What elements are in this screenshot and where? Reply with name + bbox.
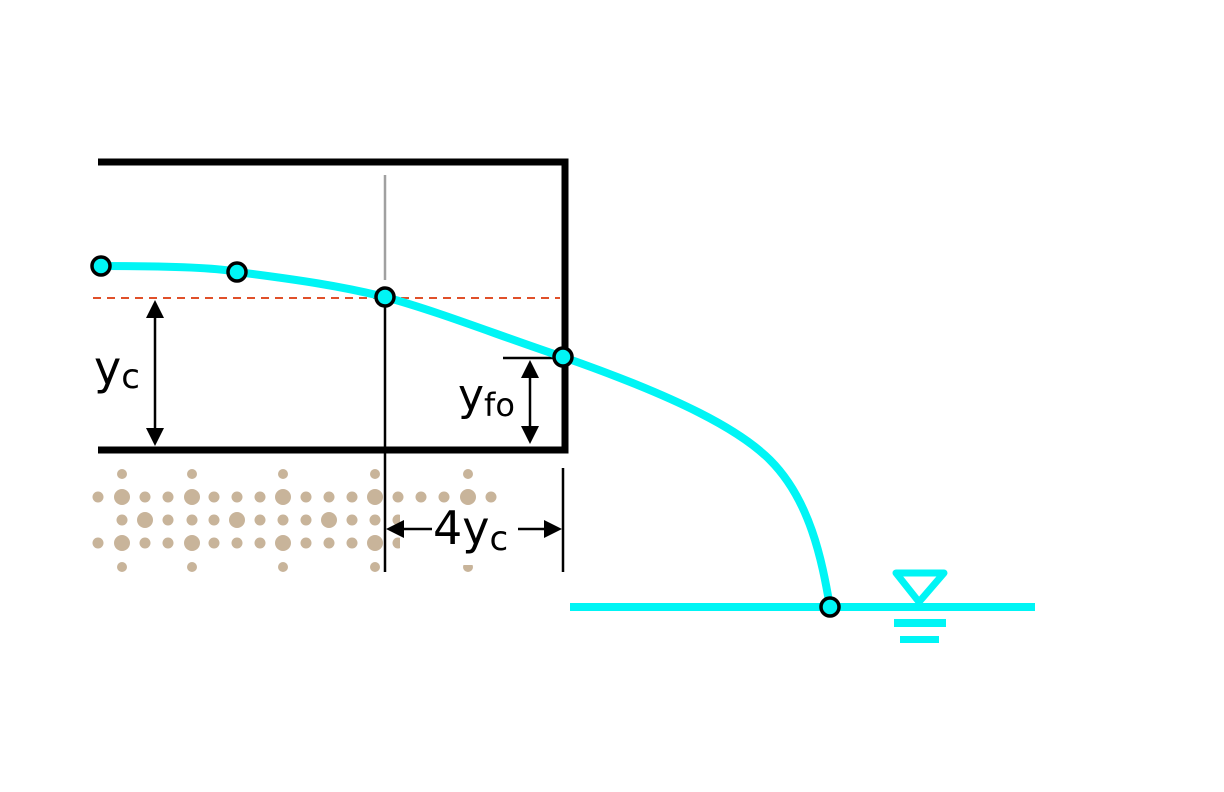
- sediment-dot: [321, 512, 337, 528]
- critical-depth-arrow: [146, 300, 164, 446]
- sediment-dot: [367, 535, 383, 551]
- sediment-dot: [370, 469, 380, 479]
- sediment-dot: [254, 491, 266, 503]
- sediment-dot: [187, 469, 197, 479]
- sediment-dot: [300, 491, 312, 503]
- sediment-dot: [415, 491, 427, 503]
- sediment-dot: [208, 491, 220, 503]
- sediment-dot: [485, 491, 497, 503]
- sediment-dot: [92, 491, 104, 503]
- sediment-dot: [323, 491, 335, 503]
- sediment-dot: [162, 537, 174, 549]
- sediment-dot: [162, 514, 174, 526]
- sediment-dot: [139, 491, 151, 503]
- sediment-dot: [116, 514, 128, 526]
- sediment-dot: [117, 469, 127, 479]
- sediment-dot: [186, 514, 198, 526]
- sediment-dot: [278, 469, 288, 479]
- sediment-dot: [438, 491, 450, 503]
- sediment-dot: [184, 489, 200, 505]
- sediment-dot: [369, 514, 381, 526]
- sediment-dot: [275, 489, 291, 505]
- sediment-dot: [187, 562, 197, 572]
- sediment-dot: [162, 491, 174, 503]
- sediment-dot: [208, 537, 220, 549]
- distance-label: 4yc: [433, 501, 508, 559]
- brink-point: [552, 346, 574, 368]
- sediment-dot: [208, 514, 220, 526]
- sediment-dot: [114, 489, 130, 505]
- critical-depth-point: [374, 286, 396, 308]
- sediment-dot: [346, 514, 358, 526]
- sediment-dot: [460, 489, 476, 505]
- sediment-dot: [278, 562, 288, 572]
- water-level-icon: [892, 569, 948, 643]
- sediment-dot: [392, 491, 404, 503]
- brink-depth-arrow: [521, 360, 539, 444]
- distance-arrow: [386, 520, 562, 538]
- sediment-dot: [463, 469, 473, 479]
- brink-depth-label: yfo: [458, 370, 515, 424]
- sediment-dot: [346, 491, 358, 503]
- sediment-dot: [254, 537, 266, 549]
- sediment-dot: [139, 537, 151, 549]
- profile-point: [90, 255, 112, 277]
- sediment-dot: [254, 514, 266, 526]
- tailwater-point: [819, 596, 841, 618]
- sediment-dot: [370, 562, 380, 572]
- channel-outline: [98, 158, 569, 454]
- sediment-dot: [346, 537, 358, 549]
- sediment-dot: [300, 537, 312, 549]
- sediment-dot: [114, 535, 130, 551]
- profile-points: [90, 255, 841, 618]
- sediment-dot: [229, 512, 245, 528]
- sediment-dot: [275, 535, 291, 551]
- sediment-dot: [367, 489, 383, 505]
- sediment-dot: [277, 514, 289, 526]
- sediment-dot: [137, 512, 153, 528]
- sediment-dot: [323, 537, 335, 549]
- label-backdrop: [400, 505, 530, 565]
- critical-depth-label: yc: [94, 341, 140, 397]
- sediment-dot: [92, 537, 104, 549]
- sediment-dot: [117, 562, 127, 572]
- sediment-dot: [231, 537, 243, 549]
- sediment-dot: [231, 491, 243, 503]
- sediment-dot: [300, 514, 312, 526]
- profile-point: [226, 261, 248, 283]
- sediment-dot: [184, 535, 200, 551]
